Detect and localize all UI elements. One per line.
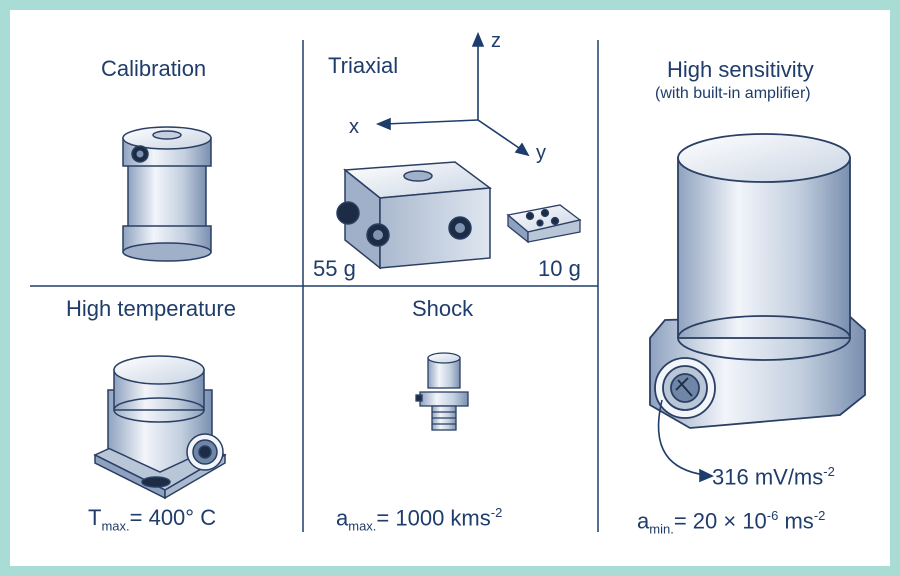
grid-dividers	[30, 40, 599, 532]
spec-unit-exponent: -2	[813, 508, 826, 523]
spec-symbol: a	[336, 505, 349, 531]
spec-unit: ms	[778, 508, 814, 534]
spec-value: = 1000 kms	[376, 505, 491, 531]
sensitivity-leader-arrow	[657, 399, 714, 483]
axis-x-arrow	[375, 117, 391, 131]
highsens-cylinder	[677, 157, 851, 339]
high-temperature-sensor-illustration	[93, 355, 227, 500]
calibration-base	[122, 242, 212, 262]
weight-label-small-triaxial: 10 g	[538, 256, 581, 281]
axis-label-x: x	[349, 116, 359, 138]
panel-subtitle-high-sensitivity: (with built-in amplifier)	[655, 85, 811, 102]
spec-exponent: -2	[490, 505, 503, 520]
axis-z-arrow	[471, 31, 485, 47]
shock-hex	[419, 391, 469, 407]
spec-value: = 400° C	[129, 505, 217, 530]
spec-value: = 20 × 10	[673, 508, 767, 534]
triaxial-axes	[375, 31, 530, 157]
spec-high-sensitivity: amin.= 20 × 10-6 ms-2	[637, 508, 825, 537]
axis-label-z: z	[491, 30, 501, 52]
calibration-body	[127, 159, 207, 231]
axis-label-y: y	[536, 142, 546, 164]
high-sensitivity-sensor-illustration	[649, 133, 866, 429]
panel-title-calibration: Calibration	[101, 56, 207, 81]
axis-x-line	[384, 119, 479, 125]
panel-title-triaxial: Triaxial	[328, 53, 399, 78]
highsens-top-face	[677, 133, 851, 183]
triaxial-block-front-face	[379, 187, 491, 269]
small-triaxial-illustration	[506, 204, 582, 244]
triaxial-top-hole	[403, 170, 433, 182]
panel-title-high-sensitivity: High sensitivity	[667, 57, 814, 82]
calibration-sensor-illustration	[122, 126, 212, 262]
spec-symbol: a	[637, 508, 650, 534]
axis-y-arrow	[514, 142, 530, 157]
spec-high-temperature: Tmax.= 400° C	[88, 505, 216, 533]
spec-subscript: min.	[649, 521, 674, 537]
triaxial-block-illustration	[336, 161, 493, 270]
sensitivity-number: 316 mV/ms	[712, 464, 824, 490]
shock-sensor-illustration	[415, 352, 469, 431]
weight-label-triaxial: 55 g	[313, 256, 356, 281]
hightemp-mount-hole	[141, 476, 171, 488]
panel-title-high-temperature: High temperature	[66, 296, 236, 321]
triaxial-connector-1	[336, 201, 360, 225]
spec-subscript: max.	[348, 518, 377, 534]
calibration-top-hole	[152, 130, 182, 140]
sensitivity-value: 316 mV/ms-2	[712, 464, 835, 490]
small-triaxial-front	[527, 219, 581, 243]
spec-subscript: max.	[101, 518, 130, 534]
sensitivity-exponent: -2	[823, 464, 835, 479]
spec-shock: amax.= 1000 kms-2	[336, 505, 502, 534]
panel-title-shock: Shock	[412, 296, 474, 321]
spec-symbol: T	[88, 505, 102, 530]
spec-power: -6	[766, 508, 779, 523]
axis-y-line	[477, 119, 523, 151]
hightemp-top-face	[113, 355, 205, 385]
